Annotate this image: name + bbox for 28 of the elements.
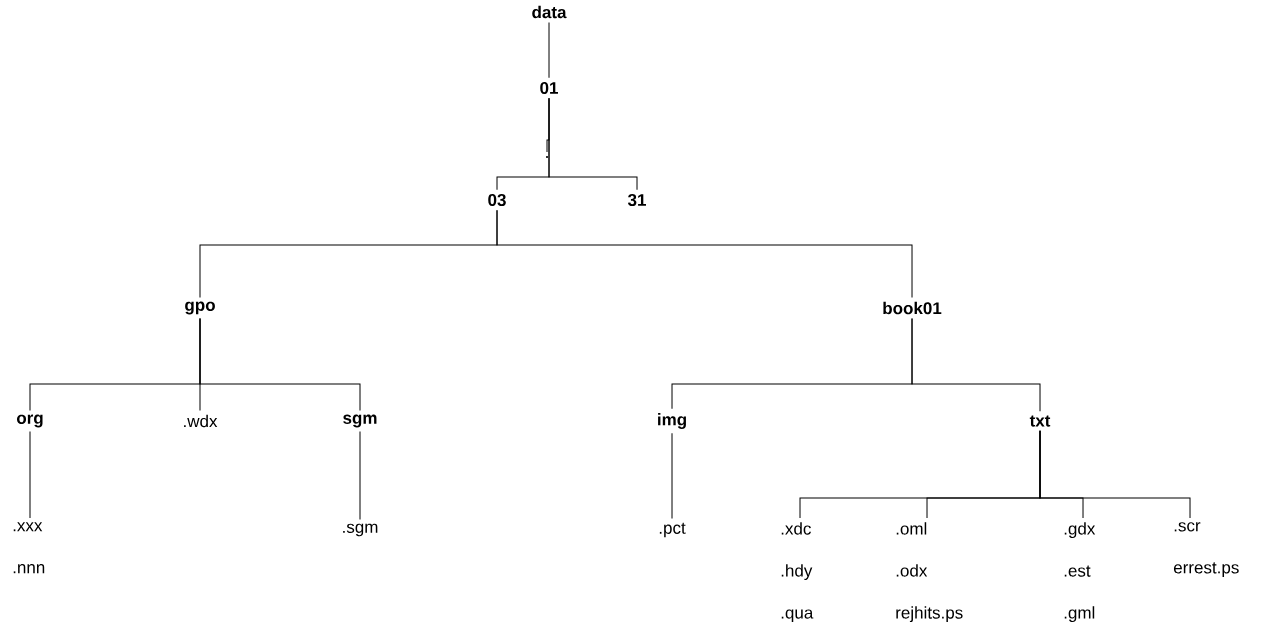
tree-line bbox=[199, 318, 361, 411]
file-label: .pct bbox=[659, 522, 686, 538]
folder-label: img bbox=[658, 413, 686, 429]
tree-line bbox=[1039, 430, 1191, 519]
tree-line bbox=[359, 431, 361, 520]
tree-line bbox=[548, 21, 550, 79]
folder-label: gpo bbox=[185, 301, 215, 315]
folder-label: book01 bbox=[883, 301, 942, 315]
tree-line bbox=[496, 209, 913, 299]
folder-label: data bbox=[532, 5, 567, 19]
file-label: .wdx bbox=[184, 414, 218, 428]
file-label: .sgm bbox=[343, 523, 378, 537]
file-list: .scr errest.ps bbox=[1173, 522, 1239, 577]
file-list: .gdx .est .gml bbox=[1064, 522, 1096, 623]
folder-label: 31 bbox=[627, 193, 646, 207]
file-label: . bbox=[546, 156, 548, 158]
folder-label: 03 bbox=[488, 193, 506, 207]
tree-line bbox=[911, 317, 1041, 412]
folder-label: org bbox=[16, 414, 43, 428]
folder-label: 01 bbox=[540, 82, 558, 95]
file-list: .xxx .nnn bbox=[13, 522, 45, 574]
file-list: .oml .odx rejhits.ps bbox=[896, 522, 963, 623]
file-list: .xdc .hdy .qua bbox=[781, 522, 814, 623]
tree-line bbox=[548, 97, 638, 191]
tree-line bbox=[671, 432, 673, 520]
folder-label: txt bbox=[1029, 415, 1051, 427]
folder-label: sgm bbox=[343, 414, 377, 428]
tree-line bbox=[29, 431, 31, 519]
